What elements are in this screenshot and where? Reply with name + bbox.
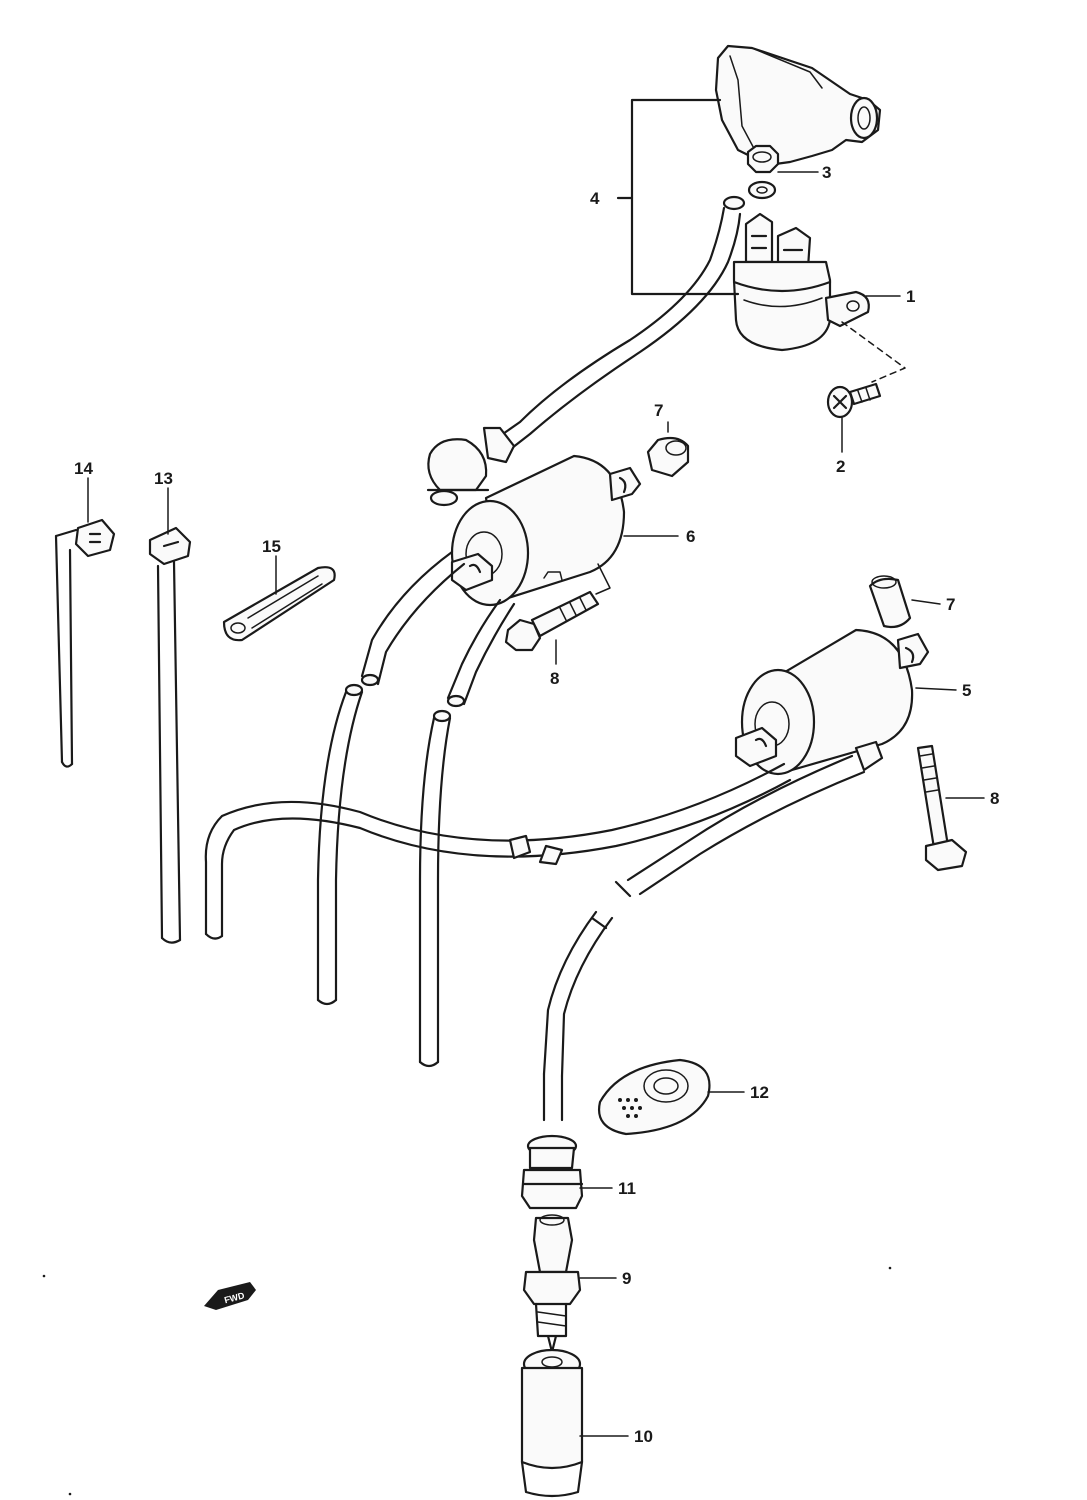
spark-plug: [522, 1214, 582, 1354]
callout-12: 12: [750, 1083, 769, 1102]
clamp-band-13: [148, 526, 192, 944]
coil-cap-lower: [868, 575, 912, 629]
callout-3: 3: [822, 163, 831, 182]
callout-4: 4: [590, 189, 600, 208]
callout-5: 5: [962, 681, 971, 700]
starter-relay: [714, 44, 906, 383]
kit-bracket: [616, 98, 740, 296]
callout-7-upper: 7: [654, 401, 663, 420]
callout-11: 11: [618, 1179, 636, 1198]
forward-arrow-icon: FWD: [204, 1282, 256, 1310]
callout-15: 15: [262, 537, 281, 556]
callout-8-lower: 8: [990, 789, 999, 808]
callout-6: 6: [686, 527, 695, 546]
rubber-strap: [222, 566, 336, 642]
callout-9: 9: [622, 1269, 631, 1288]
callout-13: 13: [154, 469, 173, 488]
scan-specks: [42, 1266, 892, 1496]
bolt-lower: [916, 744, 968, 872]
callout-8-upper: 8: [550, 669, 559, 688]
plug-cap-boot: [520, 1134, 584, 1210]
ignition-coil-lower: [734, 628, 930, 776]
callout-14: 14: [74, 459, 93, 478]
bolt-upper: [504, 590, 600, 652]
high-tension-leads: [204, 550, 884, 1122]
callouts: 1 2 3 4 5 6 7 7 8 8 9 10 11 12 13 14 15: [74, 163, 999, 1446]
plug-cover: [520, 1348, 584, 1498]
label-plate: [597, 1058, 711, 1136]
screw: [826, 382, 882, 419]
callout-1: 1: [906, 287, 915, 306]
callout-2: 2: [836, 457, 845, 476]
relay-lead-wire: [426, 195, 746, 507]
coil-cap-upper: [646, 436, 690, 478]
callout-7-lower: 7: [946, 595, 955, 614]
ignition-coil-upper: [450, 454, 642, 607]
callout-10: 10: [634, 1427, 653, 1446]
clamp-band-14: [54, 518, 116, 768]
leader-lines: [87, 171, 985, 1437]
